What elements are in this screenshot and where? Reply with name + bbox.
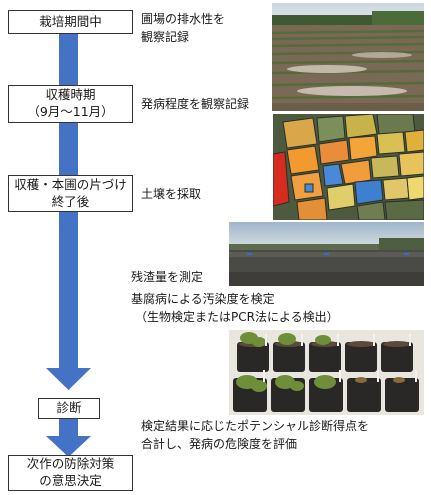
desc-contamination: 基腐病による汚染度を検定 （生物検定またはPCR法による検出）	[131, 290, 339, 326]
stage-harvest-line2: （9月～11月）	[27, 104, 114, 119]
desc-drainage-line2: 観察記録	[141, 30, 190, 44]
desc-residue-text: 残渣量を測定	[131, 270, 204, 284]
stage-cultivation: 栽培期間中	[8, 10, 133, 34]
stage-cleanup: 収穫・本圃の片づけ 終了後	[8, 175, 133, 212]
desc-contamination-line1: 基腐病による汚染度を検定	[131, 292, 275, 306]
desc-soil-sampling: 土壌を採取	[141, 185, 201, 203]
flow-arrow-head-lower	[46, 436, 91, 457]
desc-drainage-line1: 圃場の排水性を	[141, 12, 226, 26]
stage-decision-line2: の意思決定	[39, 473, 102, 488]
stage-cultivation-label: 栽培期間中	[39, 13, 102, 29]
stage-cleanup-line1: 収穫・本圃の片づけ	[14, 176, 127, 192]
desc-disease-level: 発病程度を観察記録	[141, 95, 249, 113]
stage-diagnosis-label: 診断	[56, 400, 82, 416]
desc-soil-sampling-text: 土壌を採取	[141, 187, 202, 201]
desc-drainage: 圃場の排水性を 観察記録	[141, 10, 225, 46]
field-drainage-photo	[272, 3, 424, 111]
stage-decision: 次作の防除対策 の意思決定	[8, 455, 133, 491]
disease-map-photo	[273, 114, 424, 220]
desc-evaluation-line2: 合計し、発病の危険度を評価	[141, 437, 298, 451]
desc-evaluation: 検定結果に応じたポテンシャル診断得点を 合計し、発病の危険度を評価	[141, 417, 369, 453]
stage-decision-line1: 次作の防除対策	[26, 456, 115, 472]
bioassay-pots-photo	[229, 330, 424, 415]
desc-residue: 残渣量を測定	[131, 268, 203, 286]
desc-evaluation-line1: 検定結果に応じたポテンシャル診断得点を	[141, 419, 370, 433]
flow-arrow-shaft-lower	[59, 418, 78, 440]
stage-harvest: 収穫時期 （9月～11月）	[8, 85, 133, 123]
residue-field-photo	[229, 222, 424, 286]
stage-diagnosis: 診断	[38, 398, 100, 419]
stage-harvest-line1: 収穫時期	[45, 87, 96, 103]
stage-cleanup-line2: 終了後	[51, 193, 90, 209]
flow-arrow-head-upper	[46, 368, 91, 390]
desc-disease-level-text: 発病程度を観察記録	[141, 97, 250, 111]
desc-contamination-line2: （生物検定またはPCR法による検出）	[135, 310, 339, 324]
